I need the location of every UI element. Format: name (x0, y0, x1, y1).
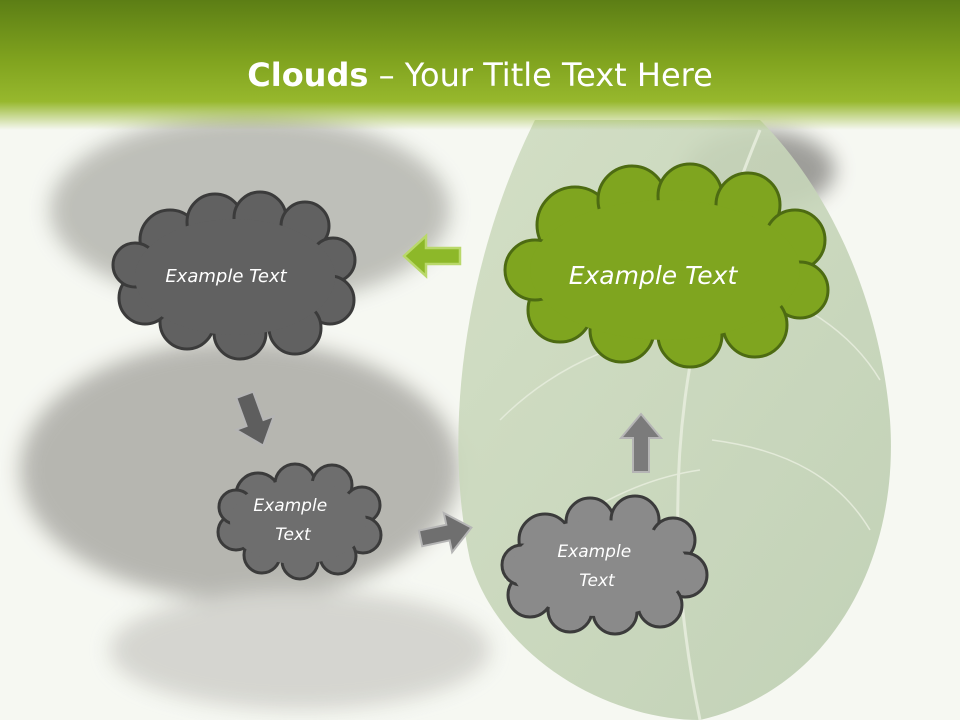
cloud-1-fill (135, 219, 335, 335)
slide-title: Clouds – Your Title Text Here (0, 52, 960, 98)
cloud-4-fill (512, 520, 688, 616)
title-dash: – (368, 56, 405, 94)
cloud-3: Example Text (216, 462, 383, 581)
cloud-2: Example Text (503, 162, 830, 369)
header-bar (0, 0, 960, 130)
cloud-4-text: Example Text (557, 542, 636, 591)
cloud-1-text: Example Text (165, 266, 287, 287)
cloud-1: Example Text (111, 190, 357, 361)
up-arrow-icon (618, 412, 664, 473)
cloud-4: Example Text (500, 494, 709, 636)
right-arrow-icon (417, 511, 473, 555)
cloud-3-fill (230, 480, 366, 564)
title-strong: Clouds (247, 56, 369, 94)
left-arrow-icon (402, 233, 462, 279)
cloud-2-text: Example Text (569, 261, 739, 290)
cloud-3-text: Example Text (253, 496, 332, 545)
cloud-2-fill (530, 200, 800, 340)
title-rest: Your Title Text Here (404, 56, 713, 94)
down-right-arrow-icon (233, 390, 276, 448)
